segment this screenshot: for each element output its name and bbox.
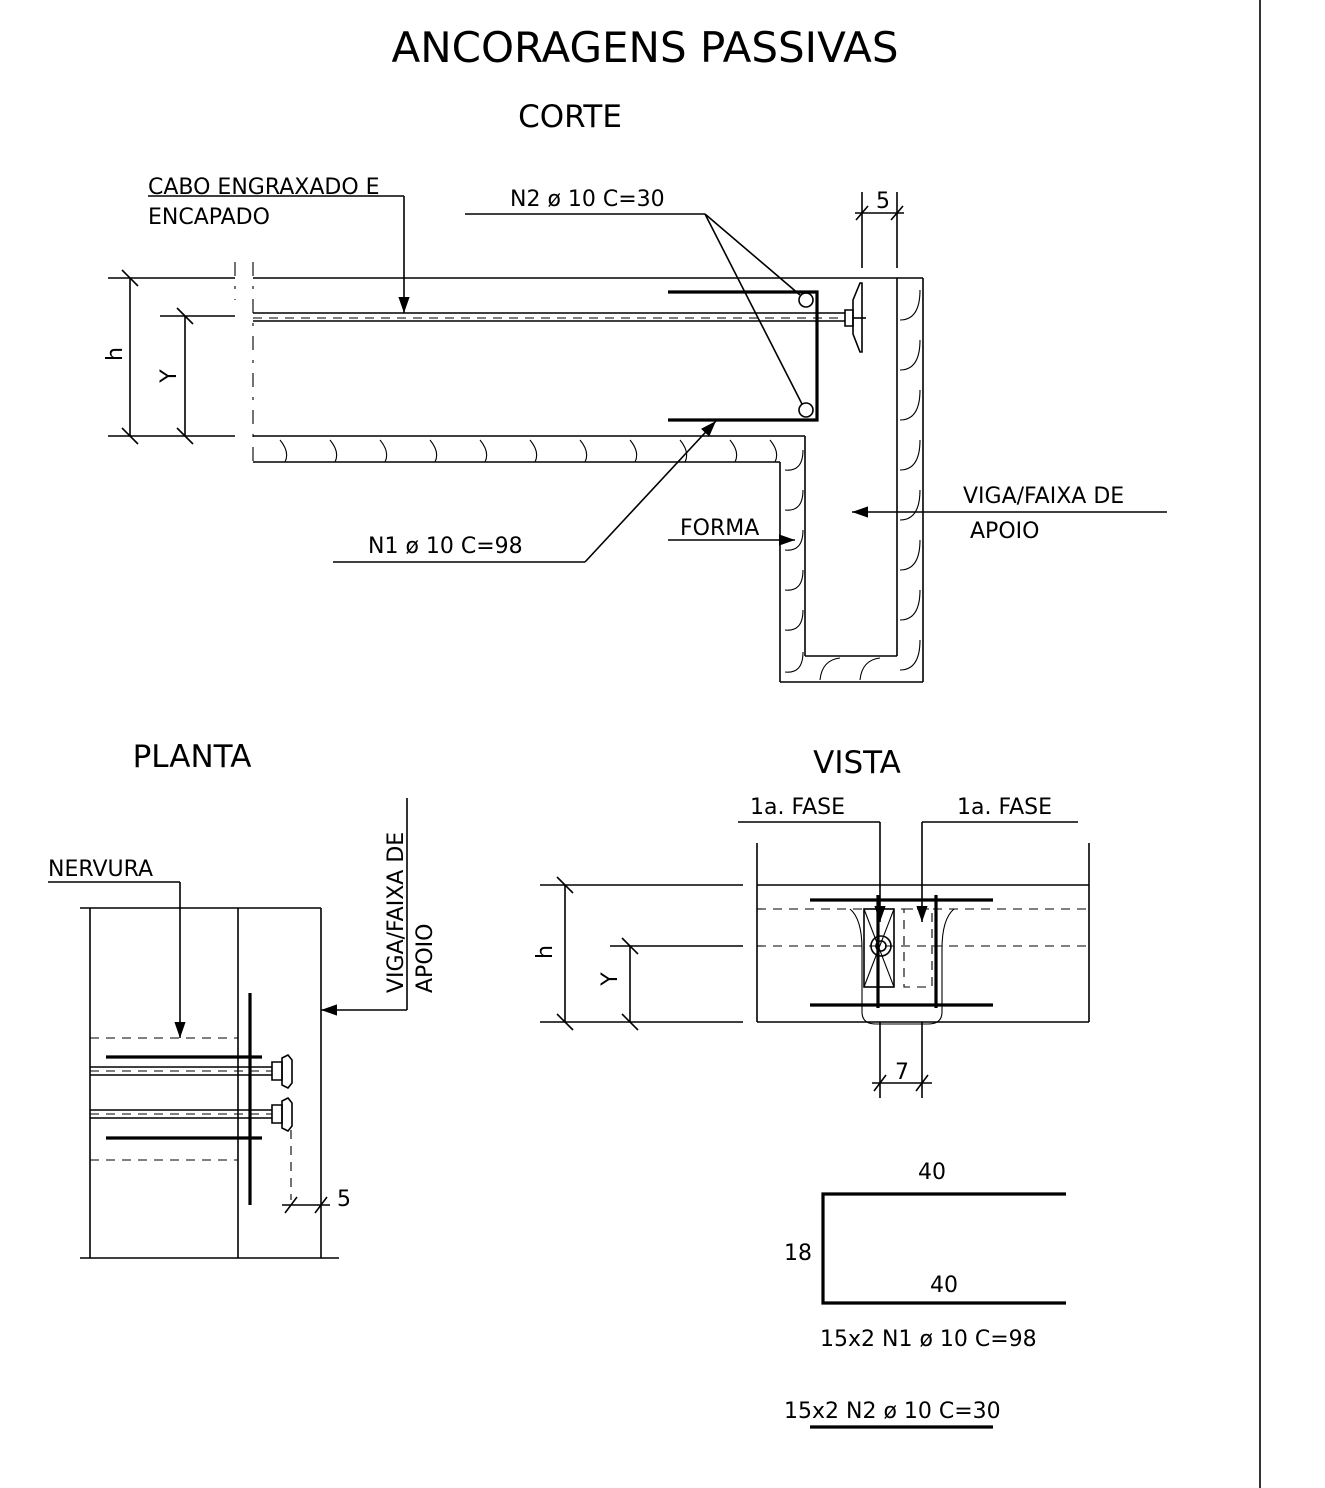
corte-dim-5: 5 bbox=[876, 189, 890, 214]
corte-dim-h: h bbox=[103, 347, 128, 361]
vista-heading: VISTA bbox=[813, 745, 901, 781]
corte-cable-label-2: ENCAPADO bbox=[148, 205, 270, 230]
page-title: ANCORAGENS PASSIVAS bbox=[391, 23, 898, 72]
vista-dim-h: h bbox=[533, 945, 558, 959]
corte-forma-label: FORMA bbox=[680, 516, 759, 541]
schedule-height: 18 bbox=[784, 1241, 812, 1266]
planta-heading: PLANTA bbox=[133, 739, 252, 775]
corte-section: h Y 5 CABO E bbox=[103, 175, 1167, 683]
vista-dim-7: 7 bbox=[895, 1060, 909, 1085]
corte-n2-label: N2 ø 10 C=30 bbox=[510, 187, 665, 212]
bar-schedule: 40 40 18 15x2 N1 ø 10 C=98 15x2 N2 ø 10 … bbox=[784, 1160, 1066, 1429]
planta-viga-label-1: VIGA/FAIXA DE bbox=[384, 832, 409, 993]
corte-dim-y: Y bbox=[157, 369, 182, 384]
corte-heading: CORTE bbox=[518, 99, 622, 135]
planta-viga-label-2: APOIO bbox=[413, 924, 438, 993]
vista-fase-left: 1a. FASE bbox=[750, 795, 845, 820]
schedule-bottom-length: 40 bbox=[930, 1273, 958, 1298]
planta-dim-5: 5 bbox=[337, 1187, 351, 1212]
corte-n1-label: N1 ø 10 C=98 bbox=[368, 534, 523, 559]
planta-nervura-label: NERVURA bbox=[48, 857, 153, 882]
vista-fase-right: 1a. FASE bbox=[957, 795, 1052, 820]
corte-viga-label-1: VIGA/FAIXA DE bbox=[963, 484, 1124, 509]
schedule-top-length: 40 bbox=[918, 1160, 946, 1185]
vista-dim-y: Y bbox=[598, 972, 623, 987]
corte-viga-label-2: APOIO bbox=[970, 519, 1039, 544]
schedule-n1-line: 15x2 N1 ø 10 C=98 bbox=[820, 1327, 1037, 1352]
vista-section: h Y 1a. FASE 1a. FASE 7 bbox=[533, 795, 1090, 1098]
planta-section: NERVURA VIGA/FAIXA DE APOIO 5 bbox=[48, 798, 438, 1259]
schedule-n2-line: 15x2 N2 ø 10 C=30 bbox=[784, 1399, 1001, 1424]
